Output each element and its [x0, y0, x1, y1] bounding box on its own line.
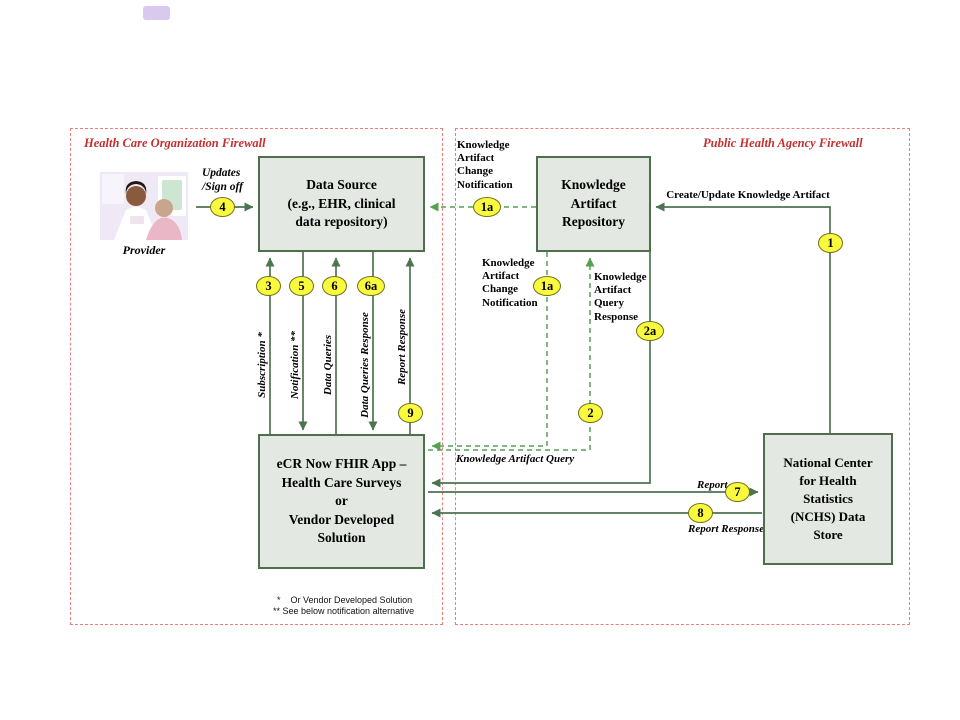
footnote-2: ** See below notification alternative	[273, 606, 415, 616]
ka-query-response-label: Knowledge Artifact Query Response	[594, 271, 647, 323]
public-health-firewall-label: Public Health Agency Firewall	[703, 136, 863, 150]
provider-label: Provider	[122, 243, 166, 257]
step-badge-7: 7	[725, 482, 750, 502]
updates-signoff-label: Updates /Sign off	[202, 167, 244, 193]
step-badge-3: 3	[256, 276, 281, 296]
report-label: Report	[697, 479, 728, 491]
healthcare-org-firewall-label: Health Care Organization Firewall	[84, 136, 266, 150]
step-badge-2a: 2a	[636, 321, 664, 341]
ka-change-notification-mid-arrow	[431, 252, 548, 451]
data-source-node: Data Source (e.g., EHR, clinical data re…	[258, 156, 425, 252]
step-badge-5: 5	[289, 276, 314, 296]
ka-change-notification-mid-label: Knowledge Artifact Change Notification	[482, 257, 538, 309]
decorative-artifact	[143, 6, 170, 20]
step-badge-6: 6	[322, 276, 347, 296]
report-response-label: Report Response	[688, 523, 765, 535]
healthcare-org-firewall-boundary	[70, 128, 443, 625]
provider-photo-image	[100, 172, 188, 240]
knowledge-artifact-repository-node: Knowledge Artifact Repository	[536, 156, 651, 252]
create-update-artifact-label: Create/Update Knowledge Artifact	[666, 189, 830, 201]
provider-photo	[100, 172, 188, 240]
step-badge-6a: 6a	[357, 276, 385, 296]
step-badge-8: 8	[688, 503, 713, 523]
step-badge-1a-top: 1a	[473, 197, 501, 217]
step-badge-2: 2	[578, 403, 603, 423]
ka-query-label: Knowledge Artifact Query	[456, 453, 575, 465]
ka-query-arrow	[428, 257, 595, 451]
public-health-firewall-boundary	[455, 128, 910, 625]
step-badge-9: 9	[398, 403, 423, 423]
create-update-artifact-arrow	[655, 202, 831, 433]
step-badge-1a-mid: 1a	[533, 276, 561, 296]
ecr-now-fhir-app-node: eCR Now FHIR App – Health Care Surveys o…	[258, 434, 425, 569]
step-badge-1: 1	[818, 233, 843, 253]
step-badge-4: 4	[210, 197, 235, 217]
footnote-1: * Or Vendor Developed Solution	[277, 595, 413, 605]
nchs-data-store-node: National Center for Health Statistics (N…	[763, 433, 893, 565]
ka-change-notification-top-label: Knowledge Artifact Change Notification	[457, 139, 513, 191]
